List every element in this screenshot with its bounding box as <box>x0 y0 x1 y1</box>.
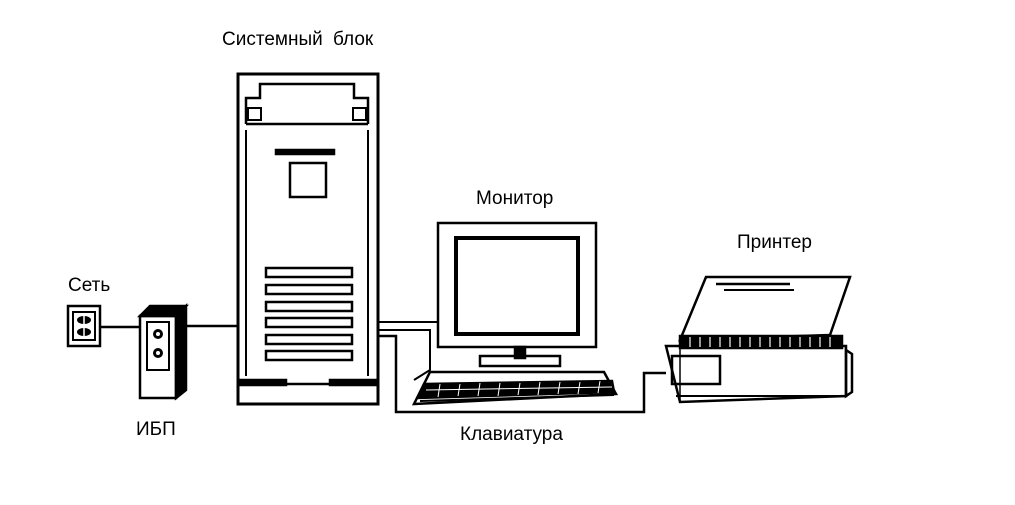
printer-icon <box>664 275 854 404</box>
cable-system-printer <box>378 334 666 414</box>
label-keyboard: Клавиатура <box>460 424 563 445</box>
wall-outlet-icon <box>66 304 102 348</box>
label-network: Сеть <box>68 275 111 296</box>
monitor-icon <box>436 221 598 368</box>
system-unit-icon <box>236 72 380 406</box>
label-monitor: Монитор <box>476 188 554 209</box>
label-system-unit: Системный блок <box>222 29 374 50</box>
ups-icon <box>136 302 190 401</box>
label-ups: ИБП <box>136 419 176 440</box>
cable-system-keyboard <box>378 329 431 381</box>
label-printer: Принтер <box>737 232 812 253</box>
keyboard-icon <box>411 370 619 406</box>
